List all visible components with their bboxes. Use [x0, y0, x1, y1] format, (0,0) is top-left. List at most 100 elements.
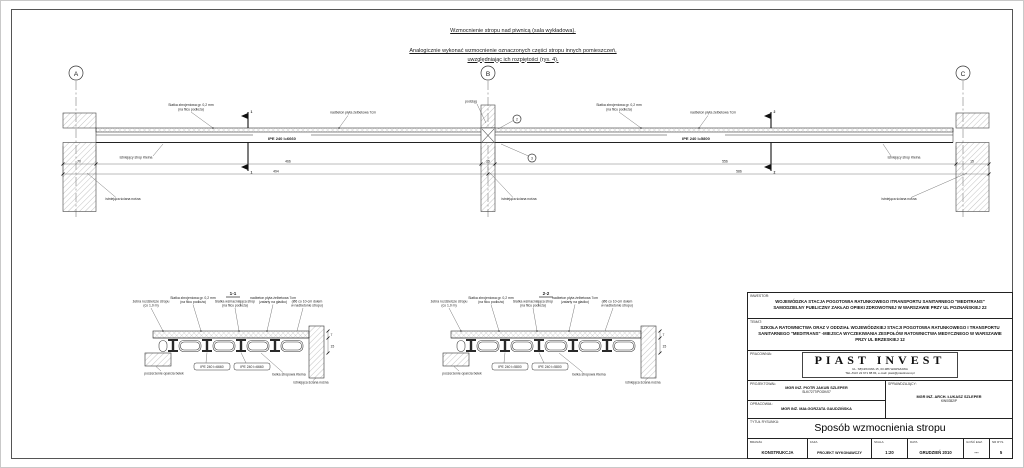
svg-text:istniejąca ściana nośna: istniejąca ściana nośna	[881, 197, 916, 201]
svg-text:IPE 240 l=6660: IPE 240 l=6660	[200, 365, 223, 369]
svg-text:2: 2	[774, 110, 776, 114]
svg-text:podciąg: podciąg	[465, 100, 477, 104]
support-left	[144, 352, 172, 367]
svg-text:556: 556	[722, 160, 728, 164]
s1-dims-right: 7 15	[326, 329, 334, 355]
svg-text:Siatka zbrojeniowa gr. 0,2 mm: Siatka zbrojeniowa gr. 0,2 mm	[596, 103, 642, 107]
svg-text:nadbeton płyta żelbetowa 7cm: nadbeton płyta żelbetowa 7cm	[552, 296, 598, 300]
investor-line-2: SAMODZIELNY PUBLICZNY ZAKŁAD OPIEKI ZDRO…	[773, 305, 987, 311]
svg-text:(co 1,0 m): (co 1,0 m)	[441, 304, 456, 308]
studio-row: PRACOWNIA: PIAST INVEST UL. SĘCZKOWA 15,…	[748, 351, 1012, 381]
svg-text:poszerzenie oparcia belek: poszerzenie oparcia belek	[144, 372, 184, 376]
checker-name: MGR INŻ. ARCH. ŁUKASZ SZLEPER	[916, 394, 982, 399]
label-mesh-left: Siatka zbrojeniowa gr. 0,2 mm (na filcu …	[168, 103, 214, 129]
svg-text:Siatka wzmacniająca strop: Siatka wzmacniająca strop	[215, 300, 255, 304]
svg-text:(zatarty na gładko): (zatarty na gładko)	[561, 300, 589, 304]
beam-left-label-bg	[253, 134, 311, 142]
svg-text:2: 2	[774, 171, 776, 175]
svg-text:(co 1,0 m): (co 1,0 m)	[143, 304, 158, 308]
field-drawing-number: NR RYS. 5	[992, 440, 1005, 455]
author-cell: OPRACOWAŁ: MGR INŻ. MAŁGORZATA GAUDZIŃSK…	[748, 401, 885, 418]
checker-cell: SPRAWDZAJĄCY: MGR INŻ. ARCH. ŁUKASZ SZLE…	[886, 381, 1012, 418]
section-2-2: 2-2 żebra rozdzielcz	[431, 291, 667, 385]
investor-row: INWESTOR: WOJEWÓDZKA STACJA POGOTOWIA RA…	[748, 293, 1012, 319]
svg-text:(na filcu podłoża): (na filcu podłoża)	[606, 108, 632, 112]
wall-left	[62, 112, 97, 212]
svg-text:w nadbetonie stropu): w nadbetonie stropu)	[601, 304, 633, 308]
studio-address-2: TEL./FAX 22 671 88 84, e-mail: piast@pia…	[845, 371, 915, 376]
section-cut-2: 2 2	[764, 110, 776, 175]
field-copies: ILOŚĆ EGZ. ---	[964, 439, 990, 458]
svg-text:żebra rozdzielcze stropu: żebra rozdzielcze stropu	[431, 300, 468, 304]
label-wall-mid: istniejąca ściana nośna	[489, 172, 537, 201]
svg-text:istniejący strop Kleina: istniejący strop Kleina	[888, 156, 921, 160]
field-scale: SKALA 1:20	[872, 439, 908, 458]
svg-text:istniejąca ściana nośna: istniejąca ściana nośna	[105, 197, 140, 201]
svg-text:nadbeton płyta żelbetowa 7cm: nadbeton płyta żelbetowa 7cm	[690, 111, 736, 115]
svg-text:15: 15	[970, 160, 974, 164]
svg-text:(na filcu podłoża): (na filcu podłoża)	[222, 304, 248, 308]
beam-band	[95, 127, 954, 143]
axis-label-a: A	[74, 71, 79, 78]
author-name: MGR INŻ. MAŁGORZATA GAUDZIŃSKA	[781, 406, 852, 411]
svg-text:15: 15	[663, 345, 667, 349]
studio-name: PIAST INVEST	[814, 353, 946, 368]
svg-text:istniejąca ściana nośna: istniejąca ściana nośna	[625, 381, 660, 385]
section-1-title: 1-1	[230, 291, 237, 296]
note-line-3: uwzględniając ich rozpiętości (rys. 4).	[467, 56, 559, 63]
klein-brick-cells	[158, 340, 304, 352]
s2-dims-right: 7 15	[658, 329, 667, 355]
s1-labels-above: żebra rozdzielcze stropu (co 1,0 m) Siat…	[133, 296, 323, 332]
support-wall-right	[308, 325, 325, 379]
svg-text:7: 7	[663, 333, 665, 337]
svg-text:IPE 240 l=6660: IPE 240 l=6660	[240, 365, 263, 369]
title-block: INWESTOR: WOJEWÓDZKA STACJA POGOTOWIA RA…	[747, 292, 1013, 459]
designer-license: SLK/7277/POOK/07	[802, 390, 831, 395]
svg-text:Siatka wzmacniająca strop: Siatka wzmacniająca strop	[513, 300, 553, 304]
beam-right-label: IPE 240 l=5800	[682, 136, 710, 141]
subject-line-3: PRZY UL BRZESKIEJ 12	[855, 337, 905, 343]
svg-text:25: 25	[486, 160, 490, 164]
author-label: OPRACOWAŁ:	[750, 401, 773, 406]
subject-label: TEMAT:	[750, 319, 762, 324]
field-branch: BRANŻA KONSTRUKCJA	[748, 439, 808, 458]
note-line-1: Wzmocnienie stropu nad piwnicą (sala wyk…	[450, 28, 576, 34]
svg-text:żebra rozdzielcze stropu: żebra rozdzielcze stropu	[133, 300, 170, 304]
drawing-notes: Wzmocnienie stropu nad piwnicą (sala wyk…	[1, 27, 1023, 64]
svg-text:istniejący strop Kleina: istniejący strop Kleina	[120, 156, 153, 160]
svg-text:IPE 240 l=5800: IPE 240 l=5800	[538, 365, 561, 369]
axis-c: C	[955, 65, 971, 217]
svg-text:Siatka zbrojeniowa gr. 0,2 mm: Siatka zbrojeniowa gr. 0,2 mm	[468, 296, 514, 300]
svg-text:nadbeton płyta żelbetowa 7cm: nadbeton płyta żelbetowa 7cm	[330, 111, 376, 115]
investor-label: INWESTOR:	[750, 294, 770, 298]
subject-line-1: SZKOŁA RATOWNICTWA ORAZ V ODDZIAŁ WOJEWÓ…	[760, 325, 1000, 330]
svg-text:istniejąca ściana nośna: istniejąca ściana nośna	[501, 197, 536, 201]
label-klein-left: istniejący strop Kleina	[120, 143, 164, 160]
subject-row: TEMAT: SZKOŁA RATOWNICTWA ORAZ V ODDZIAŁ…	[748, 319, 1012, 352]
designer-name: MGR INŻ. PIOTR JAKUB SZLEPER	[785, 385, 848, 390]
dimension-chain-upper: 70 466 25 556 15	[61, 146, 991, 177]
section-2-title: 2-2	[543, 291, 550, 296]
support-left	[442, 352, 470, 367]
svg-text:(zatarty na gładko): (zatarty na gładko)	[259, 300, 287, 304]
field-phase: FAZA PROJEKT WYKONAWCZY	[808, 439, 872, 458]
beam-right-label-bg	[667, 134, 725, 142]
svg-text:1: 1	[251, 110, 253, 114]
svg-text:(na filcu podłoża): (na filcu podłoża)	[180, 300, 206, 304]
axis-bubble-c	[955, 65, 971, 81]
axis-label-b: B	[486, 71, 490, 78]
label-mesh-right: Siatka zbrojeniowa gr. 0,2 mm (na filcu …	[596, 103, 642, 129]
support-wall-right	[640, 325, 657, 379]
svg-text:70: 70	[77, 160, 81, 164]
section-1-1: 1-1	[133, 291, 335, 385]
svg-text:Siatka zbrojeniowa gr. 0,2 mm: Siatka zbrojeniowa gr. 0,2 mm	[170, 296, 216, 300]
svg-text:7: 7	[331, 333, 333, 337]
label-wall-right: istniejąca ściana nośna	[881, 172, 968, 201]
checker-label: SPRAWDZAJĄCY:	[888, 381, 917, 386]
svg-text:466: 466	[285, 160, 291, 164]
section-cut-1: 1 1	[241, 110, 253, 175]
subject-line-2: SANITARNEGO "MEDITRANS" -MIEJSCA WYCZEKI…	[758, 331, 1002, 337]
svg-text:(na filcu podłoża): (na filcu podłoża)	[478, 300, 504, 304]
svg-text:3: 3	[531, 156, 533, 160]
svg-text:belka stropowa Kleina: belka stropowa Kleina	[272, 373, 305, 377]
